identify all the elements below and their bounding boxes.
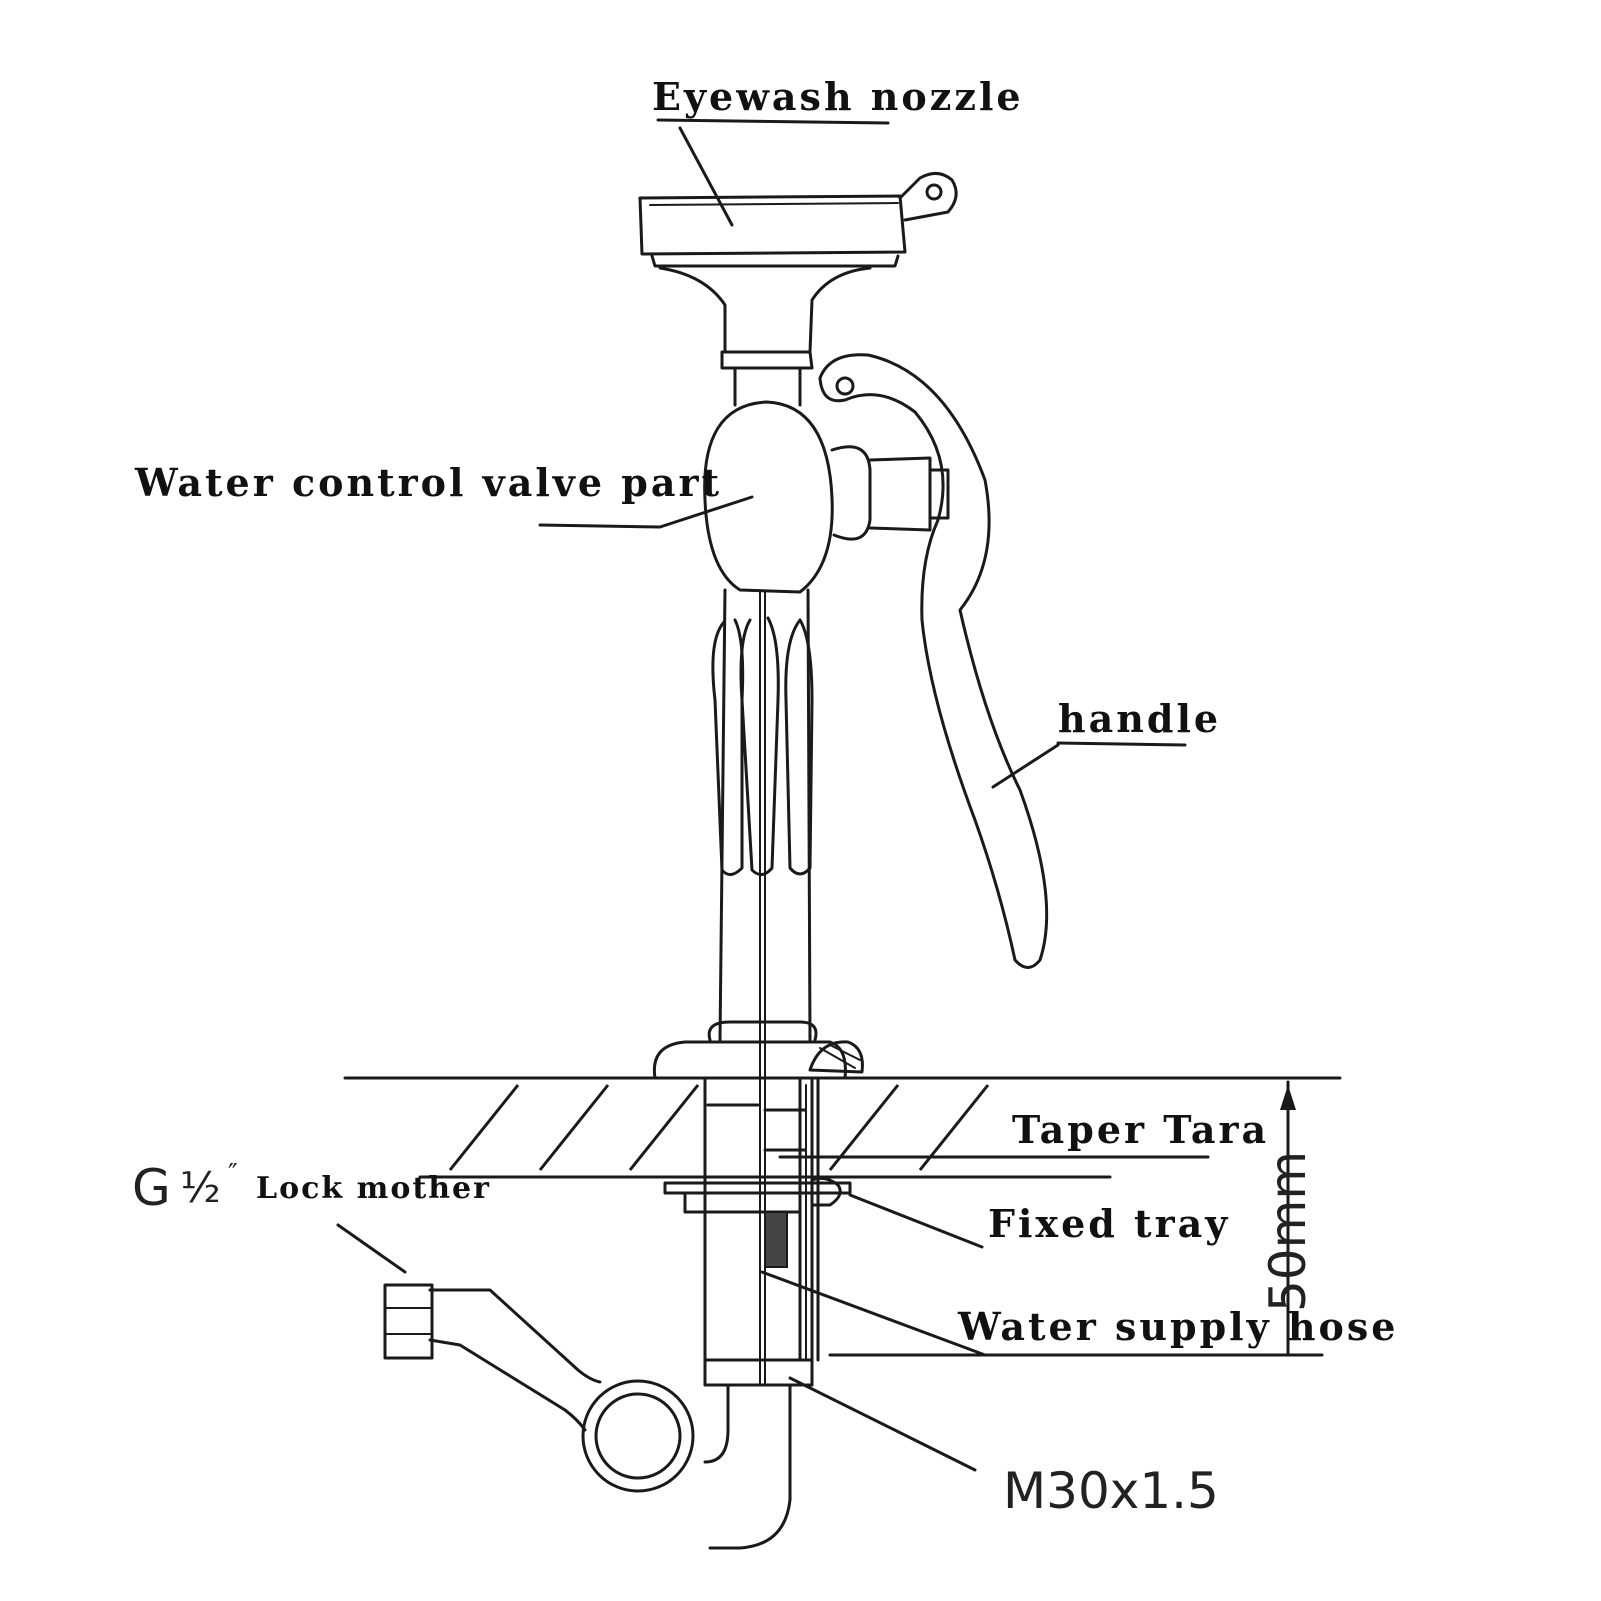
label-g-mark: ″ [228,1159,238,1189]
eyewash-nozzle-drawing [638,172,958,407]
label-taper-tara: Taper Tara [1012,1107,1269,1152]
base-flange-drawing [652,1020,864,1080]
valve-body-drawing [703,400,950,594]
label-water-supply-hose: Water supply hose [957,1304,1398,1349]
dimension-marker [828,1080,1324,1357]
label-handle: handle [1058,696,1221,741]
label-lock-mother: Lock mother [256,1171,491,1206]
label-eyewash-nozzle: Eyewash nozzle [652,74,1024,119]
label-thread-size: M30x1.5 [1003,1462,1219,1520]
leader-lines [336,118,1210,1472]
label-dimension-50mm: 50mm [1259,1151,1317,1312]
countertop-drawing [343,1076,1342,1179]
label-g-fraction: ½ [180,1163,221,1212]
label-fixed-tray: Fixed tray [988,1201,1230,1246]
handle-drawing [818,353,1049,969]
pipework-drawing [383,1078,852,1550]
label-g-prefix: G [132,1159,171,1217]
label-water-control-valve: Water control valve part [134,460,722,505]
column-drawing [711,588,814,1386]
